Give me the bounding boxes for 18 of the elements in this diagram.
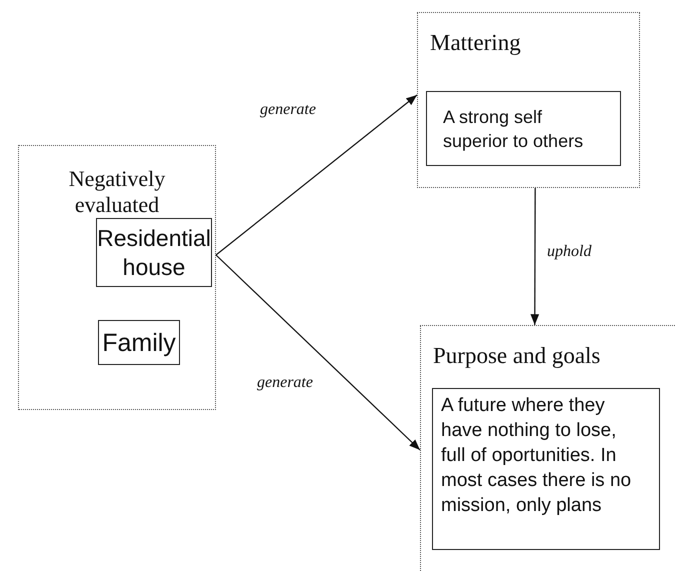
- arrow: [530, 188, 540, 325]
- text-box: [98, 320, 180, 365]
- arrow: [216, 254, 420, 450]
- dotted-group-box: [417, 12, 640, 188]
- box-text: Residential house: [97, 224, 211, 282]
- dotted-group-box: [18, 145, 216, 410]
- group-heading: Mattering: [430, 29, 521, 57]
- edge-label: uphold: [545, 242, 594, 262]
- text-box: [96, 218, 212, 287]
- text-box: [426, 91, 621, 166]
- text-box: [432, 388, 660, 550]
- group-heading: Negatively evaluated: [68, 166, 166, 218]
- group-heading: Purpose and goals: [433, 342, 600, 370]
- box-text: Family: [102, 328, 176, 358]
- box-text: A future where they have nothing to lose, full of oportunities. In most cases there is no mission, only plans: [441, 394, 632, 518]
- dotted-group-box: [420, 325, 675, 571]
- arrow: [216, 94, 418, 256]
- box-text: A strong self superior to others: [443, 106, 584, 152]
